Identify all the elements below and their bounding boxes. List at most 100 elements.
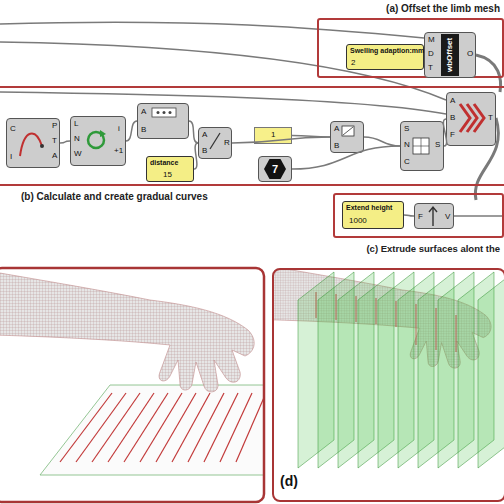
illustration-rect <box>342 126 354 136</box>
value-panel: 1 <box>254 127 292 144</box>
port-label: F <box>450 131 455 139</box>
wire <box>292 146 400 169</box>
illustration-line <box>172 393 210 462</box>
slider-label: distance <box>150 159 178 166</box>
illustration-path <box>413 138 429 154</box>
illustration-circle <box>169 111 172 114</box>
port-label: S <box>435 141 440 149</box>
illustration-rect <box>152 108 176 117</box>
port-label: O <box>467 50 473 58</box>
port-label: M <box>428 36 435 44</box>
port-label: V <box>445 213 450 221</box>
port-label: A <box>52 152 57 160</box>
illustration-g <box>0 22 504 216</box>
wire <box>404 215 414 216</box>
component-box: AB <box>137 103 189 139</box>
illustration-polygon <box>478 272 504 468</box>
slider-value: 15 <box>163 171 172 179</box>
port-label: A <box>141 108 146 116</box>
number-slider: distance 15 <box>146 156 194 182</box>
illustration-line <box>188 393 224 462</box>
port-label: I <box>10 153 12 161</box>
port-label: N <box>404 141 410 149</box>
port-label: P <box>52 122 57 130</box>
illustration-circle <box>163 111 166 114</box>
component-name: wbOffset <box>441 34 459 76</box>
illustration-g <box>272 268 504 468</box>
illustration-line <box>220 393 252 462</box>
port-label: B <box>202 147 207 155</box>
illustration-path <box>20 134 42 156</box>
illustration-use <box>0 272 254 392</box>
slider-value: 1000 <box>349 217 367 225</box>
component-box: AB <box>330 121 364 153</box>
component-box: C I PTA <box>6 118 60 168</box>
slider-label: Extend height <box>346 204 392 211</box>
illustration-path <box>100 130 106 137</box>
constant-value: 7 <box>264 159 286 179</box>
port-label: A <box>334 125 339 133</box>
illustration-path <box>0 92 446 114</box>
slider-value: 2 <box>351 59 355 67</box>
illustration-g <box>0 272 264 475</box>
panel-label: (d) <box>280 474 298 488</box>
illustration-g <box>298 272 504 468</box>
illustration-g <box>60 393 264 462</box>
number-slider: Extend height 1000 <box>342 201 404 229</box>
port-label: T <box>428 64 433 72</box>
port-label: L <box>74 120 78 128</box>
illustration-line <box>156 393 196 462</box>
illustration-line <box>204 393 238 462</box>
port-label: F <box>418 213 423 221</box>
illustration-circle <box>157 111 160 114</box>
port-label: B <box>334 142 339 150</box>
port-label: T <box>52 137 57 145</box>
component-box: AB R <box>198 127 232 159</box>
illustration-circle <box>88 132 104 148</box>
illustration-line <box>92 393 140 462</box>
illustration-circle <box>40 144 44 148</box>
port-label: B <box>141 126 146 134</box>
slider-value: 1 <box>271 131 275 139</box>
wire <box>232 137 330 143</box>
port-label: C <box>404 158 410 166</box>
wire <box>189 121 198 143</box>
group-frame: (a) Offset the limb meshSwelling adaptio… <box>317 18 504 78</box>
wire <box>194 143 198 169</box>
port-label: +1 <box>114 147 123 155</box>
wire <box>443 119 446 146</box>
illustration-path <box>429 207 437 226</box>
group-frame: (b) Calculate and create gradual curvesC… <box>0 86 504 186</box>
component-box: LNWi+1 <box>70 116 126 166</box>
illustration-path <box>454 215 504 217</box>
section-heading: (b) Calculate and create gradual curves <box>21 192 208 202</box>
component-box: MDTwbOffset O <box>424 32 476 78</box>
slider-label: Swelling adaption:mm <box>350 47 424 54</box>
port-label: C <box>10 125 16 133</box>
illustration-rect <box>0 268 264 502</box>
port-label: i <box>118 125 120 133</box>
illustration-line <box>76 393 126 462</box>
wire <box>126 121 137 141</box>
illustration-path <box>460 104 484 132</box>
illustration-polygon <box>40 385 264 475</box>
wire <box>60 141 70 143</box>
figure-panel: (d) <box>272 268 504 502</box>
section-heading: (c) Extrude surfaces alont the <box>366 244 500 254</box>
port-label: R <box>224 139 230 147</box>
port-label: T <box>488 114 493 122</box>
port-label: B <box>450 114 455 122</box>
illustration-line <box>60 393 112 462</box>
port-label: W <box>74 150 82 158</box>
port-label: A <box>202 131 207 139</box>
illustration-line <box>210 133 220 149</box>
wire <box>292 136 330 138</box>
port-label: S <box>404 125 409 133</box>
port-label: D <box>428 50 434 58</box>
component-box: ABFT <box>446 92 496 146</box>
group-frame: (c) Extrude surfaces alont theExtend hei… <box>333 193 504 238</box>
illustration-path <box>0 42 446 100</box>
illustration-line <box>236 393 264 462</box>
component-box: SNCS <box>400 121 444 171</box>
